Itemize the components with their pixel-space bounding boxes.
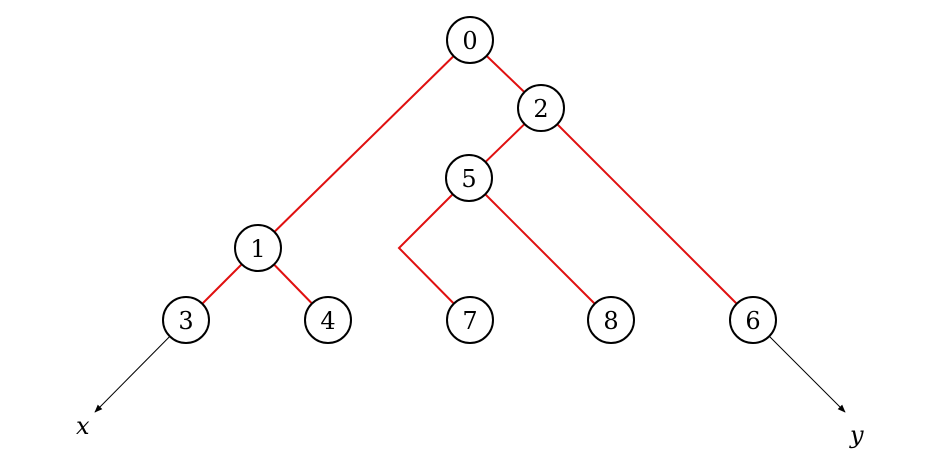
arrow-3-to-x (94, 336, 171, 413)
tree-node-1: 1 (234, 224, 282, 272)
node-label: 5 (461, 165, 476, 193)
edge-5-8 (484, 193, 596, 305)
tree-node-0: 0 (446, 16, 494, 64)
arrow-6-to-y (768, 335, 846, 413)
variable-label-y: y (849, 421, 864, 449)
tree-node-8: 8 (587, 296, 635, 344)
node-label: 3 (178, 307, 193, 335)
node-circle (162, 296, 210, 344)
node-label: 1 (250, 235, 265, 263)
tree-node-4: 4 (304, 296, 352, 344)
tree-node-5: 5 (445, 154, 493, 202)
node-circle (446, 16, 494, 64)
node-label: 6 (745, 307, 760, 335)
edge-2-5 (484, 123, 526, 163)
edge-0-2 (485, 55, 526, 93)
edge-2-6 (556, 123, 738, 305)
variable-label-x: x (76, 412, 90, 440)
node-circle (445, 154, 493, 202)
node-label: 7 (462, 307, 477, 335)
node-circle (446, 296, 494, 344)
node-label: 0 (462, 27, 477, 55)
node-circle (234, 224, 282, 272)
tree-node-7: 7 (446, 296, 494, 344)
node-circle (304, 296, 352, 344)
node-circle (729, 296, 777, 344)
node-circle (517, 84, 565, 132)
tree-node-3: 3 (162, 296, 210, 344)
edge-5-7 (397, 193, 455, 305)
edge-1-3 (201, 263, 243, 305)
node-label: 4 (320, 307, 335, 335)
node-circle (587, 296, 635, 344)
tree-node-6: 6 (729, 296, 777, 344)
edge-0-1 (273, 55, 455, 233)
tree-node-2: 2 (517, 84, 565, 132)
edge-1-4 (273, 263, 313, 305)
node-label: 8 (603, 307, 618, 335)
node-label: 2 (533, 95, 548, 123)
